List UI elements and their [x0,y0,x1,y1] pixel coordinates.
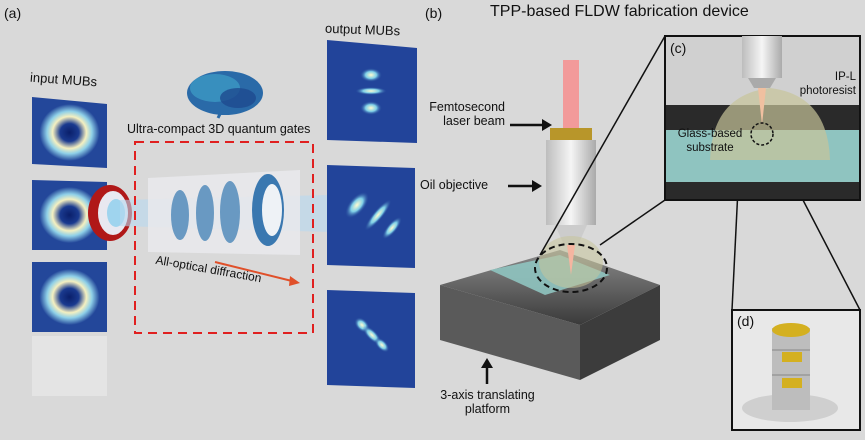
objective-label: Oil objective [420,178,489,192]
quantum-gates-title: Ultra-compact 3D quantum gates [127,122,311,136]
inset-c [664,35,861,201]
inset-d [731,309,861,431]
laser-label: Femtosecond laser beam [420,100,505,128]
photoresist-label: IP-L photoresist [778,70,856,98]
quantum-gate-structure [148,170,300,255]
substrate-label-line: Glass-based [677,128,743,140]
laser-beam [563,60,579,132]
panel-b-label: (b) [425,5,443,21]
laser-label-line: laser beam [443,114,505,128]
microscope-objective [534,60,608,293]
laser-label-line: Femtosecond [429,100,505,114]
substrate-label: Glass-based substrate [670,127,750,155]
panel-a-label: (a) [4,5,22,21]
quantum-gate-box [134,141,314,334]
diffraction-arrow [214,261,297,283]
panel-d-label: (d) [737,313,755,329]
panel-b-title: TPP-based FLDW fabrication device [490,3,749,20]
brain-icon [187,71,263,119]
output-mubs-title: output MUBs [324,20,401,39]
input-mub-panels [32,97,107,396]
input-mub-panel [32,262,107,332]
platform-label: 3-axis translating platform [420,388,555,416]
platform-label-line: platform [464,402,511,416]
input-mub-panel [32,97,107,168]
input-mub-panel [32,180,107,250]
output-mub-panels [327,40,417,388]
panel-reflection [32,336,107,396]
photoresist-label-line: IP-L [834,71,856,83]
substrate-label-line: substrate [686,142,734,154]
photoresist-label-line: photoresist [799,85,856,97]
platform-label-line: 3-axis translating [440,388,535,402]
panel-c-label: (c) [670,40,687,56]
